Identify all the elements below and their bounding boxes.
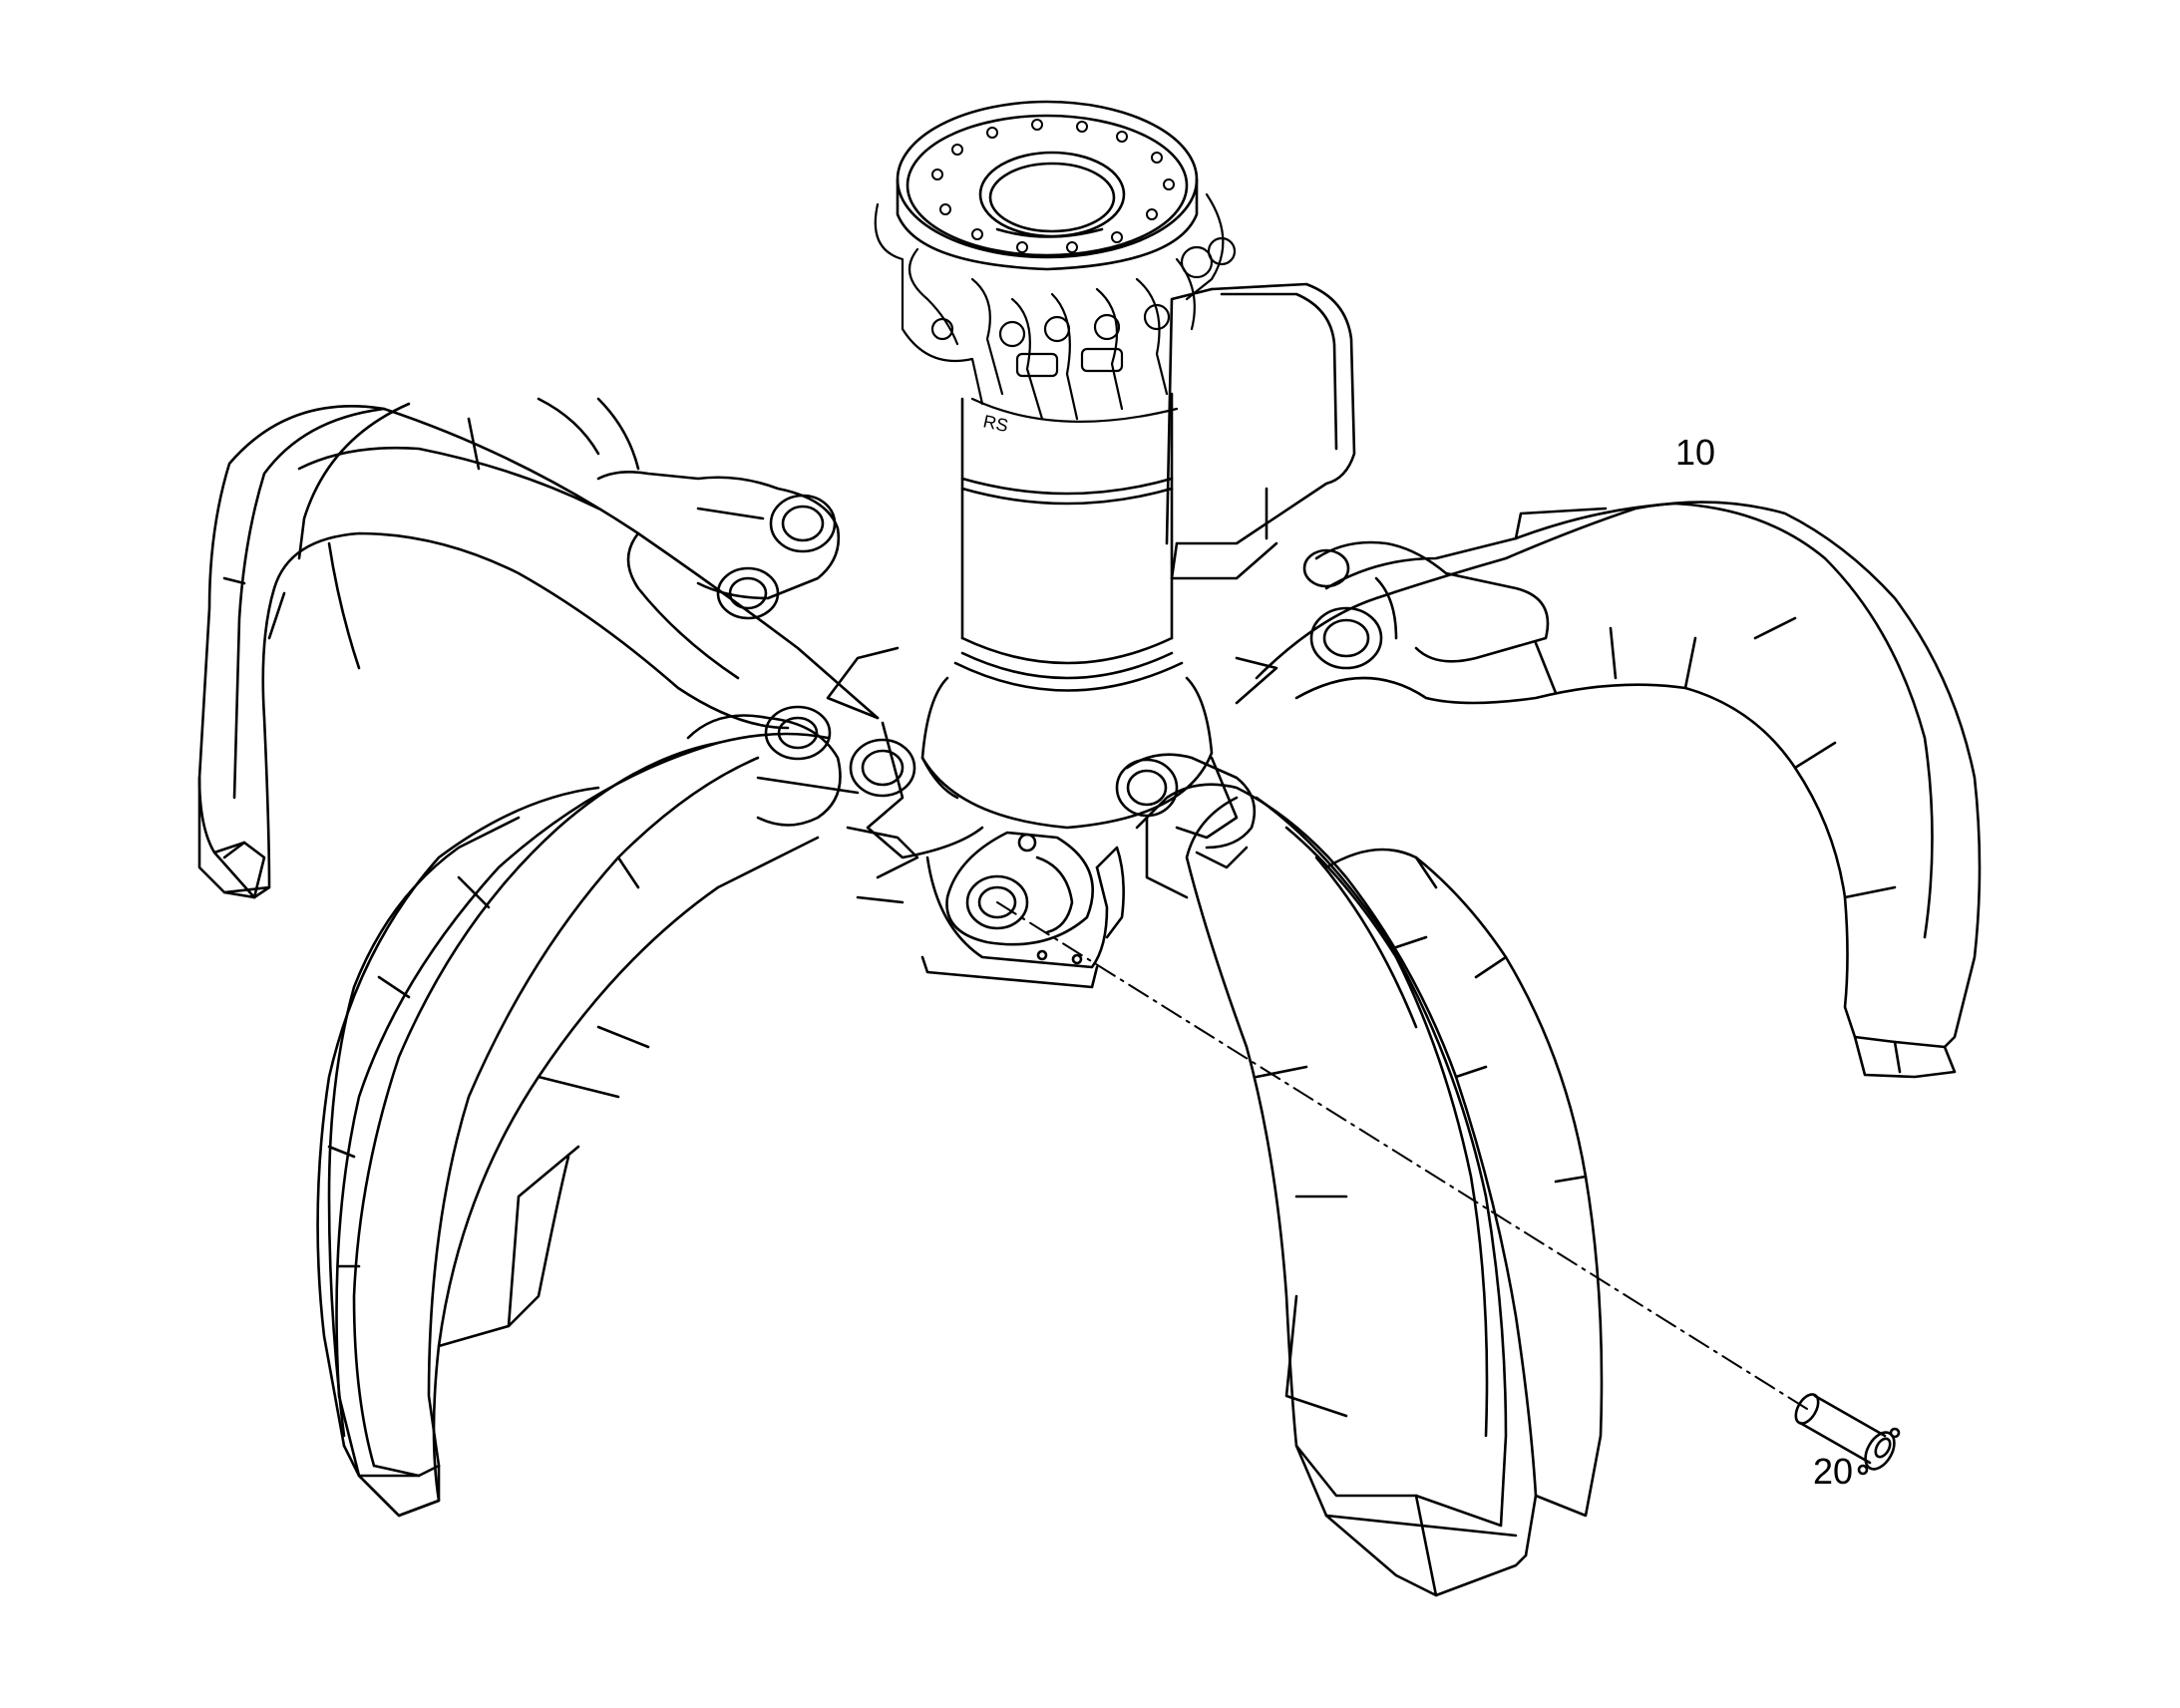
hose-guard-bracket [1165, 282, 1356, 580]
assembly-axis-line [996, 901, 1808, 1410]
callout-label-10: 10 [1675, 432, 1716, 473]
callout-label-20: 20 [1813, 1451, 1854, 1492]
tine-front-right [1115, 753, 1604, 1597]
central-column [920, 392, 1214, 830]
svg-text:RS: RS [981, 411, 1010, 436]
hub-body [826, 646, 1278, 989]
tine-back-left [197, 397, 880, 899]
rotator-flange [896, 100, 1199, 271]
tine-front-left [316, 705, 919, 1518]
tine-back-right [1255, 501, 1982, 1079]
